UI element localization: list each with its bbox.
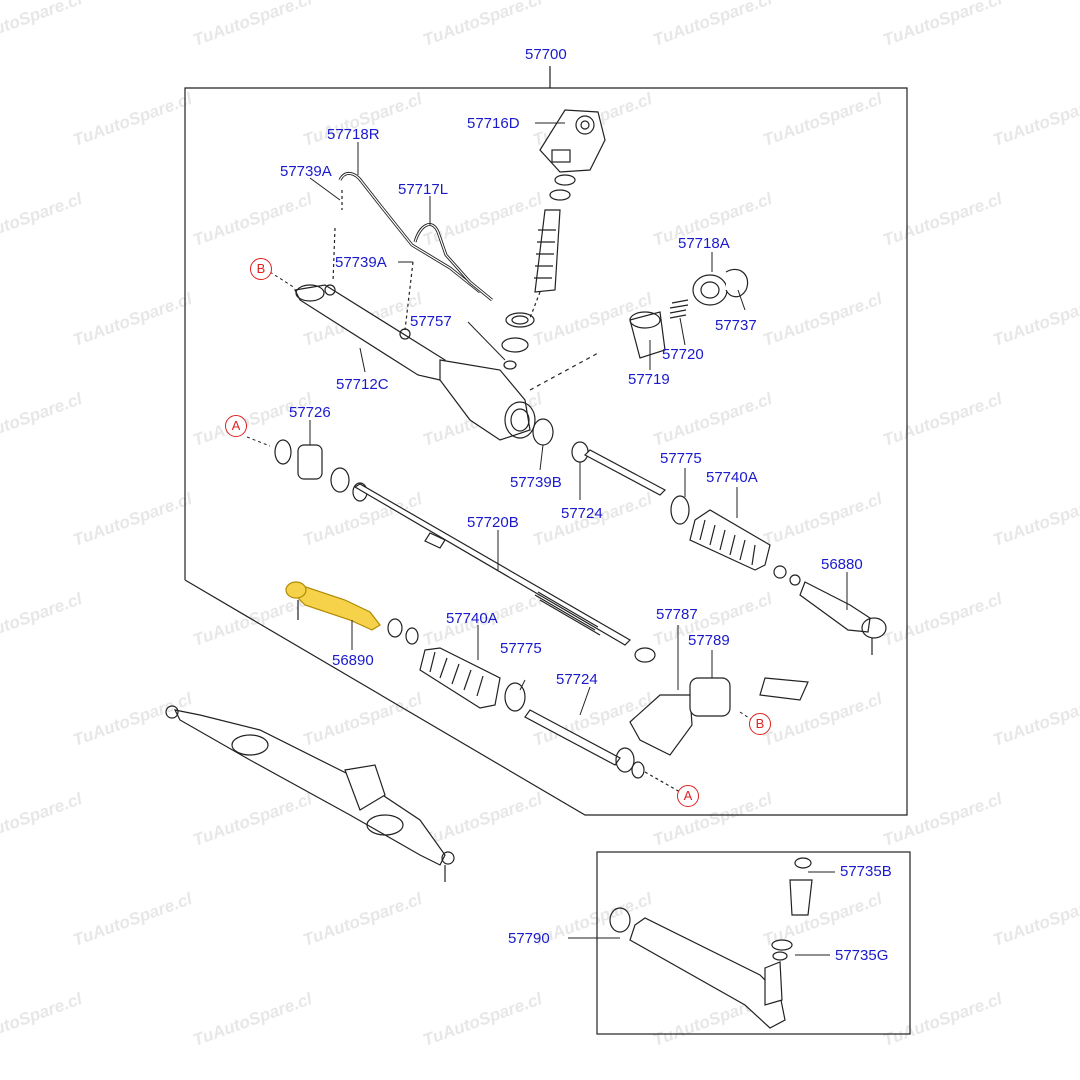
mount-bracket-57787 — [629, 694, 693, 756]
part-label-57737[interactable]: 57737 — [715, 317, 757, 334]
valve-body-57716d — [539, 109, 606, 173]
rack-housing-57712c — [294, 284, 536, 441]
part-label-57740a-bot[interactable]: 57740A — [446, 610, 498, 627]
part-label-57718a[interactable]: 57718A — [678, 235, 730, 252]
bushing-57726 — [297, 444, 323, 480]
ref-marker-a-right: A — [677, 785, 699, 807]
part-label-57787[interactable]: 57787 — [656, 606, 698, 623]
part-label-57717l[interactable]: 57717L — [398, 181, 449, 198]
ref-marker-b-top: B — [250, 258, 272, 280]
assembly-thumbnail — [165, 705, 455, 882]
part-label-57724-top[interactable]: 57724 — [561, 505, 603, 522]
boot-upper — [689, 509, 771, 571]
inset-frame — [596, 851, 911, 1035]
tie-rod-end-56890 — [288, 584, 381, 631]
part-label-57719[interactable]: 57719 — [628, 371, 670, 388]
part-label-57739b[interactable]: 57739B — [510, 474, 562, 491]
part-label-57775-bot[interactable]: 57775 — [500, 640, 542, 657]
ref-marker-a-left: A — [225, 415, 247, 437]
part-label-57700[interactable]: 57700 — [525, 46, 567, 63]
boot-lower — [419, 647, 501, 709]
part-label-57740a-top[interactable]: 57740A — [706, 469, 758, 486]
yoke-57719 — [629, 311, 666, 359]
tie-rod-end-56880 — [799, 581, 871, 633]
part-label-57720b[interactable]: 57720B — [467, 514, 519, 531]
cap-57737 — [725, 268, 749, 298]
part-label-56880[interactable]: 56880 — [821, 556, 863, 573]
spring-57720 — [669, 299, 689, 319]
part-label-57757[interactable]: 57757 — [410, 313, 452, 330]
part-label-57720[interactable]: 57720 — [662, 346, 704, 363]
part-label-57716d[interactable]: 57716D — [467, 115, 520, 132]
part-label-57739a-top[interactable]: 57739A — [280, 163, 332, 180]
part-label-57790[interactable]: 57790 — [508, 930, 550, 947]
part-label-57724-bot[interactable]: 57724 — [556, 671, 598, 688]
part-label-57739a-mid[interactable]: 57739A — [335, 254, 387, 271]
part-label-57712c[interactable]: 57712C — [336, 376, 389, 393]
part-label-57735b[interactable]: 57735B — [840, 863, 892, 880]
pipe-57717l — [413, 223, 493, 302]
tie-rod-upper — [571, 441, 666, 496]
part-label-57775-top[interactable]: 57775 — [660, 450, 702, 467]
part-label-56890[interactable]: 56890 — [332, 652, 374, 669]
inset-assembly — [609, 857, 813, 1029]
part-label-57735g[interactable]: 57735G — [835, 947, 889, 964]
main-assembly-frame — [184, 87, 908, 816]
bushing-57789 — [689, 677, 731, 717]
rack-bar-57720b — [353, 483, 631, 646]
part-label-57718r[interactable]: 57718R — [327, 126, 380, 143]
leader-lines — [246, 122, 848, 956]
tie-rod-lower — [524, 709, 621, 766]
pinion-shaft — [529, 209, 561, 319]
part-label-57789[interactable]: 57789 — [688, 632, 730, 649]
ref-marker-b-right: B — [749, 713, 771, 735]
part-label-57726[interactable]: 57726 — [289, 404, 331, 421]
